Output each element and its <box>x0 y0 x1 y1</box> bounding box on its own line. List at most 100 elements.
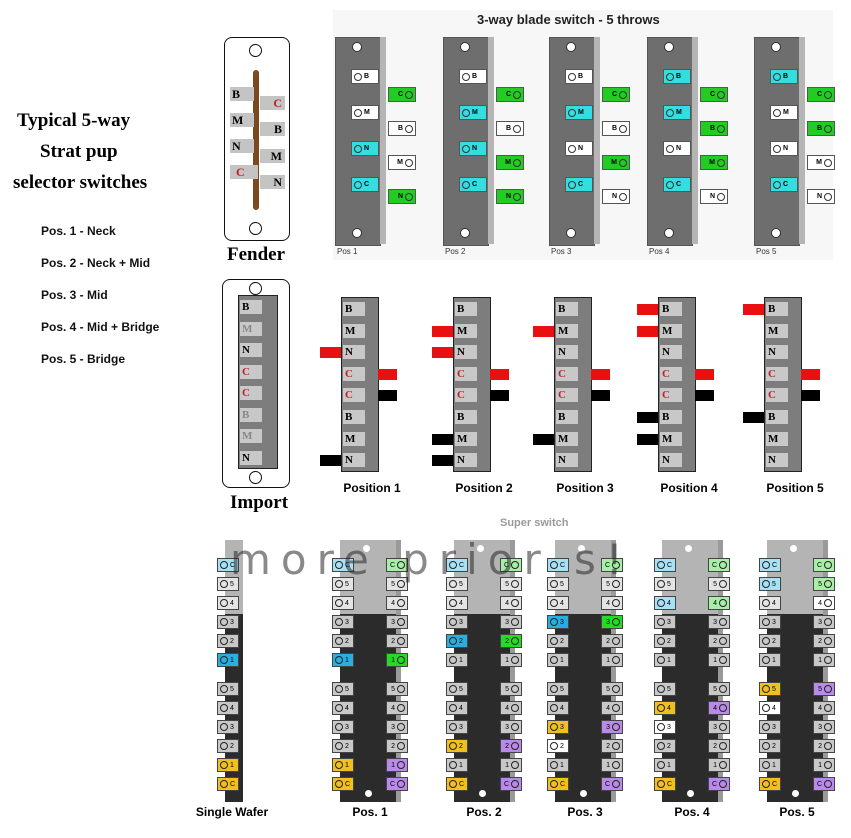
lug-label: 4 <box>667 599 671 607</box>
lug-label: 1 <box>345 761 349 769</box>
ring-icon <box>550 637 558 645</box>
lug-label: 4 <box>230 599 234 607</box>
import-tab: B <box>660 302 682 316</box>
lug-label: 4 <box>505 599 509 607</box>
hot-wire <box>695 368 714 380</box>
lug-label: 4 <box>713 599 717 607</box>
lug-right: 1 <box>386 758 408 772</box>
switch-caption: Pos. 3 <box>567 805 603 819</box>
ring-icon <box>719 637 727 645</box>
ring-icon <box>397 685 405 693</box>
lug-label: 4 <box>345 599 349 607</box>
lug-left: C <box>547 558 569 572</box>
ring-icon <box>397 704 405 712</box>
ground-wire <box>591 390 610 402</box>
ring-icon <box>612 704 620 712</box>
blade-lug-left: N <box>565 141 593 156</box>
lug-right: C <box>601 777 623 791</box>
ring-icon <box>335 618 343 626</box>
ring-icon <box>762 723 770 731</box>
import-tab: B <box>455 302 477 316</box>
lug-right: 1 <box>386 653 408 667</box>
ring-icon <box>397 780 405 788</box>
ring-icon <box>550 742 558 750</box>
lug-left: 2 <box>446 634 468 648</box>
lug-left: C <box>332 777 354 791</box>
lug-left: 3 <box>217 615 239 629</box>
blade-lug-left: M <box>351 105 379 120</box>
ring-icon <box>513 90 521 99</box>
blade-lug-left: N <box>459 141 487 156</box>
ring-icon <box>824 561 832 569</box>
ring-icon <box>824 704 832 712</box>
hot-wire <box>637 304 658 315</box>
import-tab: M <box>240 321 262 336</box>
lug-right: 3 <box>500 720 522 734</box>
import-tab: N <box>766 453 788 468</box>
lug-right: 3 <box>601 720 623 734</box>
ring-icon <box>666 144 674 153</box>
lug-label: 5 <box>391 685 395 693</box>
switch-rail <box>611 540 616 802</box>
lug-label: B <box>364 73 370 80</box>
blade-caption: Pos 1 <box>337 247 358 256</box>
lug-right: 2 <box>813 739 835 753</box>
lug-right: 2 <box>601 739 623 753</box>
ring-icon <box>773 144 781 153</box>
ring-icon <box>354 108 362 117</box>
hot-wire <box>432 347 453 359</box>
import-tab: M <box>455 323 477 338</box>
lug-label: N <box>364 145 370 152</box>
blade-lug-right: N <box>807 189 835 204</box>
ring-icon <box>824 656 832 664</box>
lug-label: 1 <box>459 656 463 664</box>
ring-icon <box>568 144 576 153</box>
import-tab: C <box>556 366 578 381</box>
lug-right: C <box>500 777 522 791</box>
lug-left: 2 <box>332 634 354 648</box>
ring-icon <box>717 192 725 201</box>
fender-tab-right: N <box>260 175 285 189</box>
hot-wire <box>320 347 341 359</box>
ring-icon <box>513 192 521 201</box>
ring-icon <box>449 742 457 750</box>
lug-label: M <box>364 109 370 116</box>
ring-icon <box>397 580 405 588</box>
import-tab: N <box>240 450 262 465</box>
lug-right: 5 <box>813 682 835 696</box>
lug-label: N <box>505 193 511 200</box>
blade-lug-right: C <box>807 87 835 102</box>
ring-icon <box>824 780 832 788</box>
hot-wire <box>378 368 397 380</box>
ring-icon <box>824 90 832 99</box>
lug-label: C <box>667 780 673 788</box>
ring-icon <box>513 158 521 167</box>
blade-lug-left: B <box>565 69 593 84</box>
blade-lug-right: M <box>602 155 630 170</box>
blade-edge <box>594 37 600 244</box>
hot-wire <box>432 325 453 337</box>
ring-icon <box>619 192 627 201</box>
lug-right: C <box>500 558 522 572</box>
legend-item: Pos. 1 - Neck <box>41 224 116 238</box>
import-position-caption: Position 5 <box>766 481 824 495</box>
lug-left: 4 <box>217 596 239 610</box>
ring-icon <box>657 656 665 664</box>
lug-label: 3 <box>772 723 776 731</box>
mounting-hole <box>664 228 674 238</box>
lug-right: 1 <box>500 653 522 667</box>
lug-right: 4 <box>601 596 623 610</box>
ring-icon <box>405 192 413 201</box>
ring-icon <box>220 780 228 788</box>
ring-icon <box>666 108 674 117</box>
lug-left: 1 <box>446 758 468 772</box>
import-tab: B <box>455 410 477 424</box>
ring-icon <box>773 72 781 81</box>
blade-lug-left: C <box>565 177 593 192</box>
lug-left: 1 <box>547 758 569 772</box>
lug-left: C <box>446 777 468 791</box>
lug-label: N <box>709 193 715 200</box>
import-tab: B <box>556 302 578 316</box>
